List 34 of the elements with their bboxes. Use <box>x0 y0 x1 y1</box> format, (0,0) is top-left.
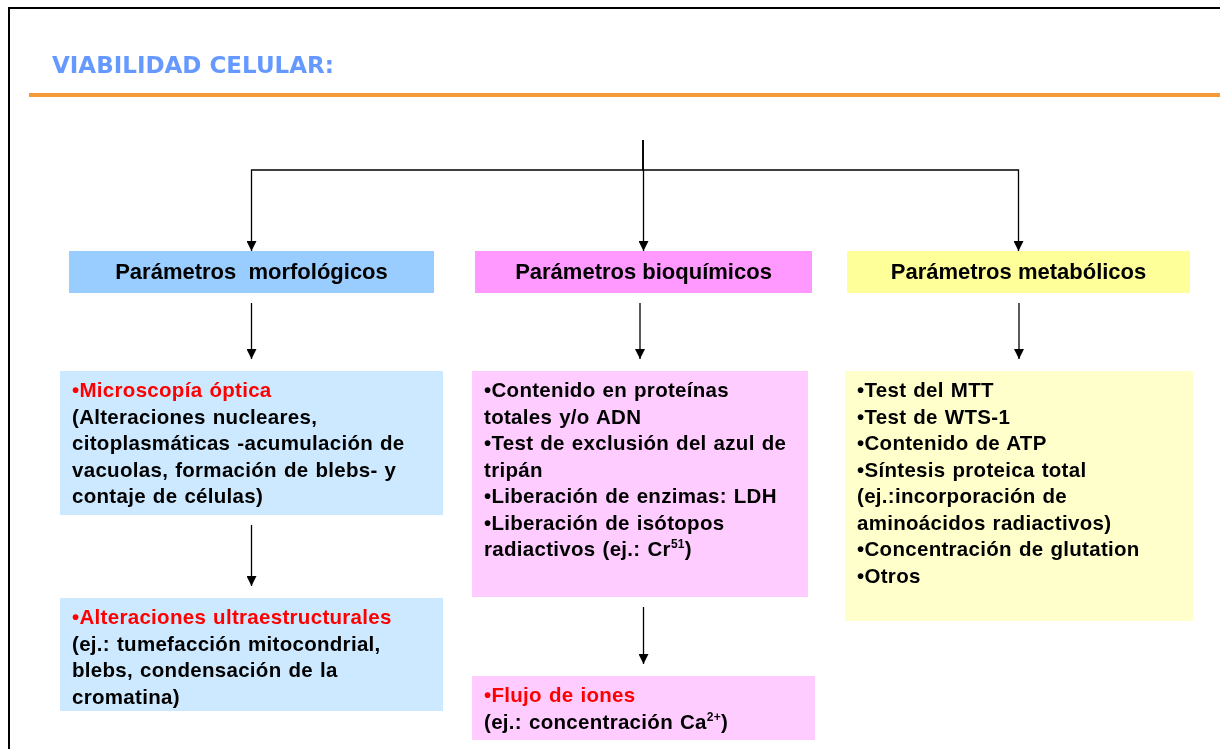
method-box <box>60 371 443 515</box>
arrow <box>642 139 1024 252</box>
category-title: Parámetros morfológicos <box>115 259 388 285</box>
category-title: Parámetros bioquímicos <box>515 259 772 285</box>
method-text: •Test de WTS-1 <box>857 403 1012 430</box>
method-box <box>472 676 815 740</box>
method-text: •Concentración de glutation <box>857 536 1141 562</box>
method-text: •Test de exclusión del azul de tripán <box>484 430 788 483</box>
method-text: (ej.: tumefacción mitocondrial, blebs, condensación de la cromatina) <box>72 630 382 710</box>
method-text: •Test del MTT <box>857 377 995 403</box>
method-text: •Liberación de isótopos radiactivos (ej.: Cr$^{51}$) <box>484 509 726 562</box>
method-text: •Otros <box>857 562 922 589</box>
method-heading: •Microscopía óptica <box>72 377 273 403</box>
method-text: •Síntesis proteica total (ej.:incorporación de aminoácidos radiactivos) <box>857 456 1113 536</box>
method-text: •Contenido en proteínas totales y/o ADN <box>484 377 730 430</box>
category-box <box>69 251 434 293</box>
arrow <box>246 524 257 587</box>
method-heading: •Alteraciones ultraestructurales <box>72 604 393 630</box>
slide-title: VIABILIDAD CELULAR: <box>52 52 334 78</box>
category-box <box>475 251 812 293</box>
method-text: •Contenido de ATP <box>857 430 1048 456</box>
arrow <box>1014 302 1024 360</box>
category-title: Parámetros metabólicos <box>890 259 1147 285</box>
category-box <box>847 251 1190 293</box>
method-text: (ej.: concentración Ca$^{2+}$) <box>484 708 730 735</box>
arrow <box>635 302 645 360</box>
method-list-box <box>845 371 1193 621</box>
method-text: (Alteraciones nucleares, citoplasmáticas -acumulación de vacuolas, formación de blebs- y contaje de células) <box>72 403 406 509</box>
method-box <box>60 598 443 711</box>
arrow <box>246 302 257 360</box>
method-text: •Liberación de enzimas: LDH <box>484 483 778 509</box>
method-list-box <box>472 371 808 597</box>
arrow <box>638 606 649 665</box>
method-heading: •Flujo de iones <box>484 682 637 708</box>
